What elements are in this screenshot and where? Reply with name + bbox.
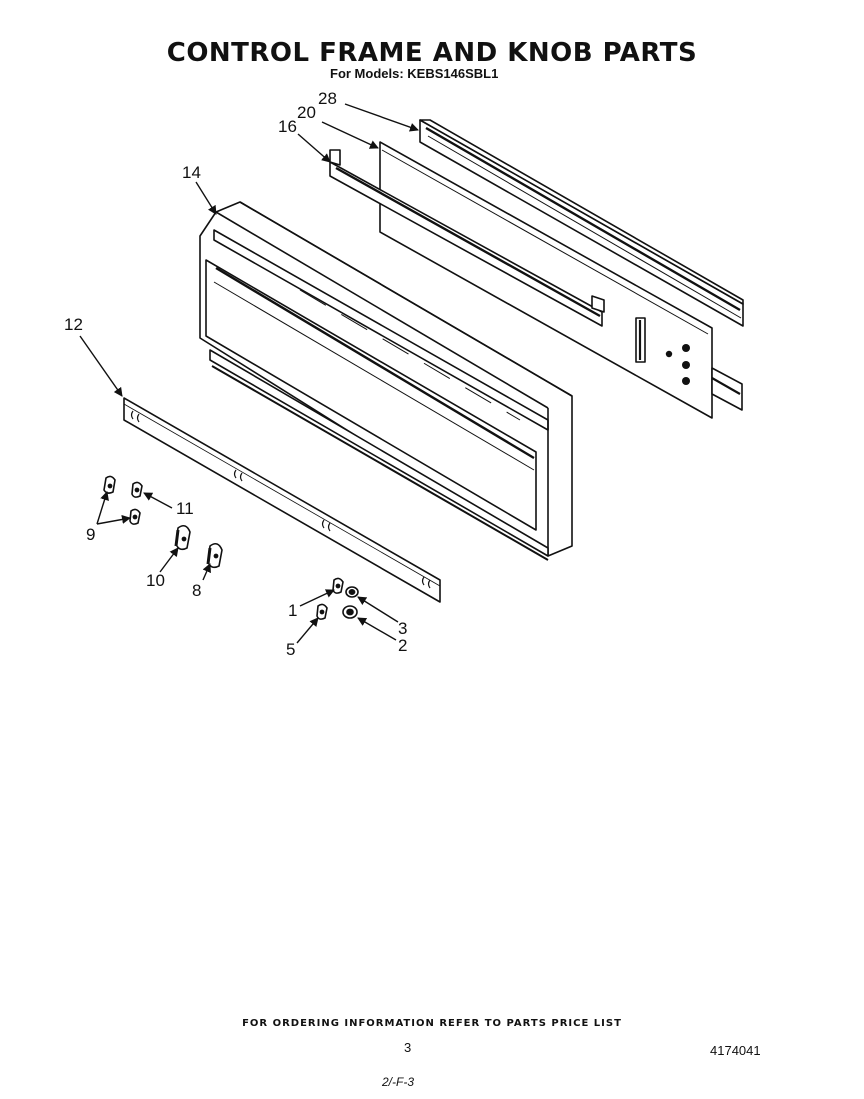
trim-strip-markings [130,410,431,589]
callout-8: 8 [192,581,201,600]
lower-rail-extension [711,367,743,411]
callout-12: 12 [64,315,83,334]
knob-part-9-upper [103,475,116,494]
trim-strip-part-12 [123,397,441,603]
knob-part-8 [206,542,223,569]
control-holes [665,344,690,385]
page-title: CONTROL FRAME AND KNOB PARTS [166,38,698,68]
model-subtitle: For Models: KEBS146SBL1 [330,66,499,81]
callout-2: 2 [398,636,407,655]
channel-rail-part-16 [329,149,605,327]
knob-part-9-lower [129,508,141,525]
knob-part-10 [174,524,191,551]
callout-10: 10 [146,571,165,590]
nut-part-3 [345,586,359,598]
knob-part-1 [332,577,344,594]
callout-20: 20 [297,103,316,122]
callout-9: 9 [86,525,95,544]
callout-3: 3 [398,619,407,638]
callout-14: 14 [182,163,201,182]
rear-rail-part-28 [419,119,744,327]
callout-11: 11 [176,499,194,518]
callout-16: 16 [278,117,297,136]
leader-lines [79,103,419,644]
ordering-info-note: FOR ORDERING INFORMATION REFER TO PARTS … [242,1018,622,1029]
callout-1: 1 [288,601,297,620]
control-frame-part-14 [199,201,573,561]
document-number: 4174041 [710,1043,761,1058]
callout-5: 5 [286,640,295,659]
knob-part-11 [131,481,143,498]
page-number: 3 [404,1040,412,1055]
handwritten-note: 2/-F-3 [382,1075,415,1089]
nut-part-2 [342,605,358,619]
knob-part-5 [316,603,328,620]
callout-28: 28 [318,89,337,108]
